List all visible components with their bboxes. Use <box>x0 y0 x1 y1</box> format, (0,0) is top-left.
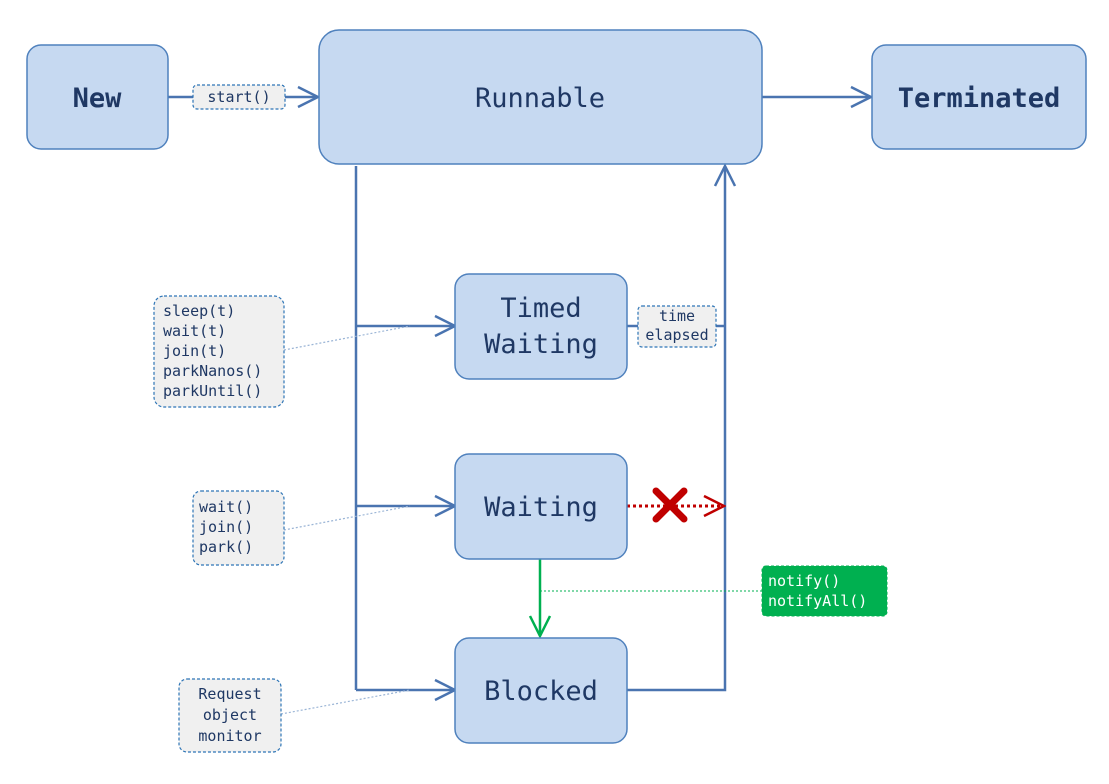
callout-link-waiting <box>283 505 411 531</box>
method-wait: wait() <box>199 498 253 516</box>
flow-lines <box>168 97 871 715</box>
note-timed-waiting-methods: sleep(t) wait(t) join(t) parkNanos() par… <box>153 295 285 408</box>
method-park: park() <box>199 538 253 556</box>
note-blocked-cause: Request object monitor <box>178 678 282 753</box>
state-timed-waiting: Timed Waiting <box>454 273 628 380</box>
callout-link-timed-waiting <box>283 325 411 351</box>
blocked-cause-line1: Request <box>198 685 261 703</box>
state-timed-waiting-label-line1: Timed <box>500 293 581 324</box>
state-waiting: Waiting <box>454 453 628 560</box>
blocked-cause-line2: object <box>203 706 257 724</box>
state-new-label: New <box>73 83 123 114</box>
state-runnable: Runnable <box>318 29 763 165</box>
transition-notify: notify() notifyAll() <box>761 565 888 617</box>
method-sleep-t: sleep(t) <box>163 302 235 320</box>
method-wait-t: wait(t) <box>163 322 226 340</box>
state-blocked-label: Blocked <box>484 676 598 707</box>
transition-notify-line2: notifyAll() <box>768 592 867 610</box>
not-allowed-cross-icon <box>652 487 688 523</box>
arrow-blocked-to-runnable <box>627 166 725 692</box>
state-runnable-label: Runnable <box>475 83 605 114</box>
state-blocked: Blocked <box>454 637 628 744</box>
state-new: New <box>26 44 169 150</box>
note-waiting-methods: wait() join() park() <box>192 490 285 566</box>
state-waiting-label: Waiting <box>484 492 598 523</box>
state-timed-waiting-label-line2: Waiting <box>484 329 598 360</box>
transition-start: start() <box>192 84 286 110</box>
transition-notify-line1: notify() <box>768 572 840 590</box>
blocked-cause-line3: monitor <box>198 727 261 745</box>
callout-link-blocked <box>280 689 411 715</box>
method-park-nanos: parkNanos() <box>163 362 262 380</box>
method-park-until: parkUntil() <box>163 382 262 400</box>
method-join-t: join(t) <box>163 342 226 360</box>
state-terminated-label: Terminated <box>898 83 1061 114</box>
transition-time-elapsed: time elapsed <box>637 305 717 348</box>
method-join: join() <box>199 518 253 536</box>
transition-time-elapsed-line2: elapsed <box>645 326 708 344</box>
state-terminated: Terminated <box>871 44 1087 150</box>
transition-time-elapsed-line1: time <box>659 307 695 325</box>
transition-start-label: start() <box>207 88 270 106</box>
